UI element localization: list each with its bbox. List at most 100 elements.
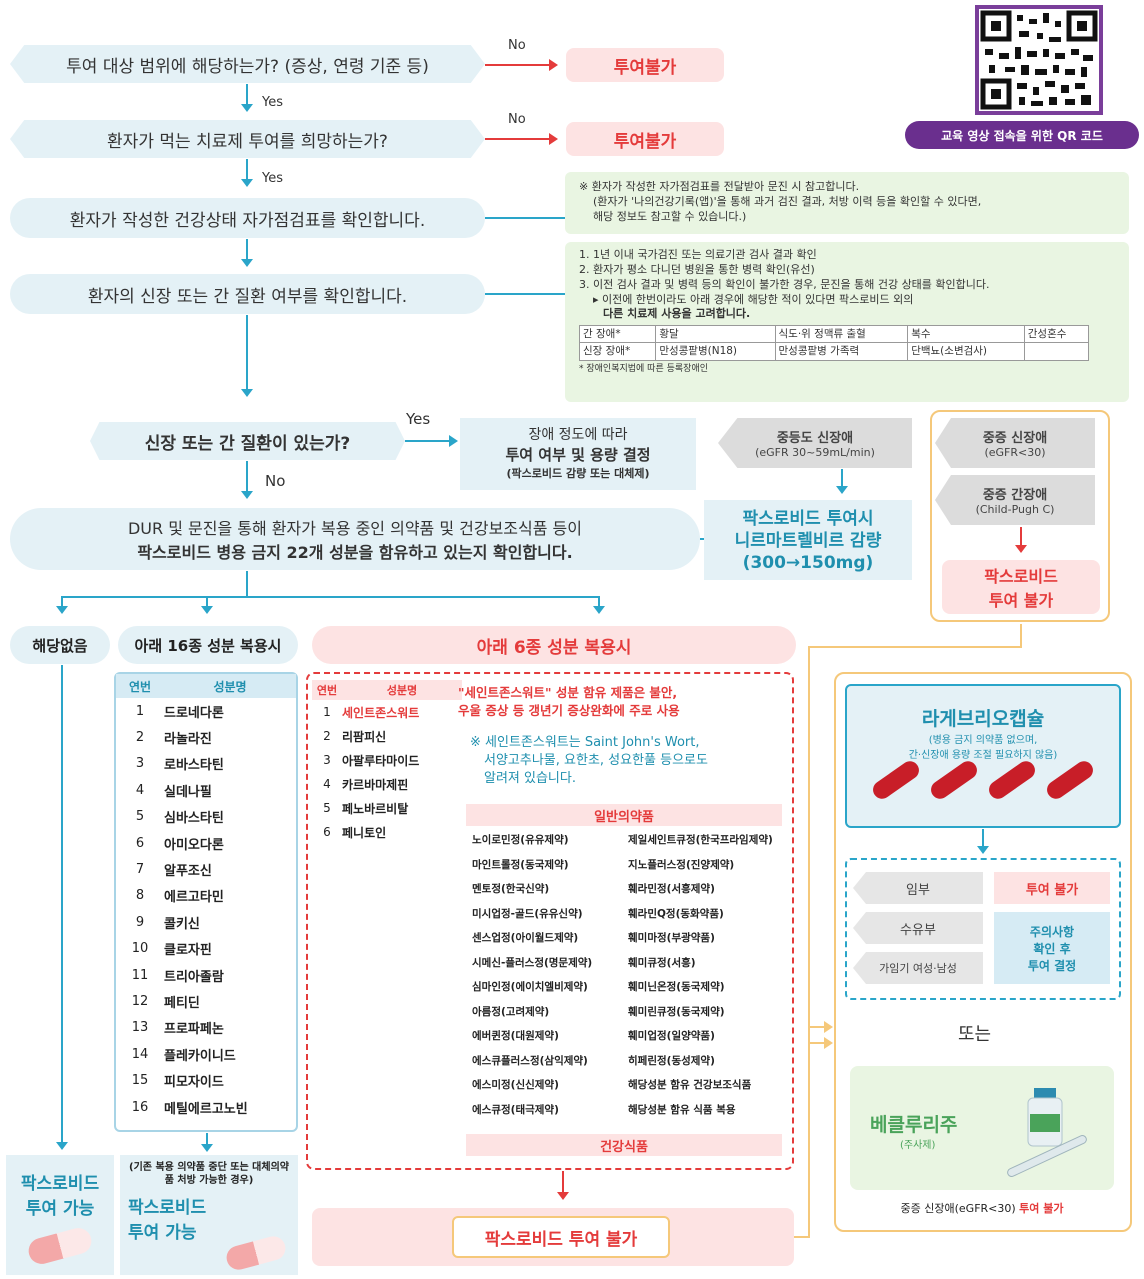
table-cell: 간 장애* [578, 325, 657, 344]
col-no: 연번 [316, 684, 338, 697]
connector-line [808, 646, 810, 1236]
qr-caption: 교육 영상 접속을 위한 QR 코드 [905, 121, 1139, 149]
item-number: 1 [323, 705, 331, 719]
q3-box: 신장 또는 간 질환이 있는가? [90, 422, 405, 460]
item-name: 에르고타민 [164, 890, 224, 906]
reduce-dose-box: 팍스로비드 투여시 니르마트렐비르 감량 (300→150mg) [704, 500, 912, 580]
pill-icon [25, 1225, 95, 1267]
no-pax-line2: 투여 불가 [988, 591, 1054, 610]
q3-yes-arrow [405, 440, 453, 442]
lagevrio-title: 라게브리오캡슐 [921, 708, 1045, 730]
arrow-line [562, 1171, 564, 1195]
veklury-caption-b: 투여 불가 [1019, 1202, 1064, 1215]
connector-line [485, 293, 565, 295]
item-name: 리팜피신 [342, 729, 387, 744]
item-name: 로바스타틴 [164, 758, 224, 774]
otc-item: 해당성분 함유 식품 복용 [628, 1103, 736, 1116]
capsule-icon [927, 757, 981, 803]
capsule-icon [985, 757, 1039, 803]
connector-line [700, 538, 704, 540]
otc-item: 훼라민Q정(동화약품) [628, 907, 724, 920]
caution-line2: 확인 후 [1033, 941, 1071, 956]
severe-renal-sub: (eGFR<30) [984, 446, 1046, 459]
caution-result: 주의사항 확인 후 투여 결정 [994, 912, 1110, 984]
reduce-line3: (300→150mg) [742, 553, 874, 573]
table-cell [1023, 342, 1090, 361]
col-no: 연번 [128, 679, 152, 694]
branch16-result-line1: 팍스로비드 [128, 1198, 207, 1218]
item-name: 프로파페논 [164, 1022, 224, 1038]
table-cell: 식도·위 정맥류 출혈 [774, 325, 909, 344]
q3-no-label: No [265, 472, 286, 490]
severe-liver-sub: (Child-Pugh C) [975, 503, 1055, 516]
branch6-title: 아래 6종 성분 복용시 [312, 626, 796, 664]
moderate-title: 중등도 신장애 [776, 431, 854, 446]
severe-liver-box: 중증 간장애 (Child-Pugh C) [935, 475, 1095, 525]
arrowhead [201, 1144, 213, 1152]
none-result-line1: 팍스로비드 [20, 1174, 100, 1194]
lagevrio-sub1: (병용 금지 의약품 없으며, [928, 735, 1038, 746]
item-number: 9 [135, 914, 145, 930]
branch-line [62, 596, 600, 598]
or-label: 또는 [958, 1024, 992, 1045]
otc-item: 노이로민정(유유제약) [472, 834, 569, 846]
item-number: 3 [135, 756, 145, 772]
item-number: 11 [131, 967, 149, 983]
q2-yes-label: Yes [262, 171, 283, 186]
arrow-line [246, 461, 248, 495]
veklury-sub: (주사제) [900, 1140, 936, 1151]
step5-line2: 팍스로비드 병용 금지 22개 성분을 함유하고 있는지 확인합니다. [137, 543, 573, 562]
arrowhead [241, 104, 253, 112]
caution-line3: 투여 결정 [1027, 958, 1077, 973]
severity-line2: 투여 여부 및 용량 결정 [505, 446, 651, 464]
list-item: 6 아미오다론 [116, 830, 296, 856]
item-number: 2 [135, 730, 145, 746]
branch6-warning: "세인트존스워트" 성분 함유 제품은 불안, 우울 증상 등 갱년기 증상완화… [458, 684, 788, 720]
item-number: 7 [135, 862, 145, 878]
capsule-icons [847, 757, 1119, 803]
capsule-icon [869, 757, 923, 803]
food-title: 건강식품 [466, 1134, 782, 1156]
info-line1: ※ 세인트존스워트는 Saint John's Wort, [470, 735, 700, 750]
connector-line [808, 1026, 828, 1028]
severe-renal-title: 중증 신장애 [982, 431, 1048, 446]
item-name: 페니토인 [342, 825, 387, 840]
item-number: 8 [135, 888, 145, 904]
item-number: 6 [135, 835, 145, 851]
item-name: 아미오다론 [164, 837, 224, 853]
item-name: 페티딘 [164, 995, 200, 1011]
arrow-line [246, 84, 248, 106]
info-line3: 알려져 있습니다. [484, 771, 576, 786]
warn-line1: "세인트존스워트" 성분 함유 제품은 불안, [458, 685, 678, 700]
arrow-line [598, 596, 600, 610]
veklury-caption-a: 중증 신장애(eGFR<30) [900, 1202, 1020, 1215]
item-number: 1 [135, 703, 145, 719]
nursing-box: 수유부 [853, 912, 983, 944]
list-item: 2 라놀라진 [116, 724, 296, 750]
item-number: 2 [323, 729, 331, 743]
otc-item: 지노플러스정(진양제약) [628, 858, 735, 871]
table-cell: 황달 [655, 325, 776, 344]
branch16-header: 연번 성분명 [116, 674, 296, 698]
severe-liver-title: 중증 간장애 [982, 488, 1048, 503]
branch-none-title: 해당없음 [10, 626, 110, 664]
qr-code[interactable] [975, 5, 1103, 115]
otc-item: 에스큐정(태극제약) [472, 1103, 559, 1116]
arrowhead [593, 606, 605, 614]
arrowhead [824, 1021, 833, 1033]
item-number: 10 [131, 941, 149, 957]
item-name: 라놀라진 [164, 732, 212, 748]
otc-item: 훼미마정(부광약품) [628, 932, 715, 944]
table-cell: 신장 장애* [578, 342, 657, 361]
note1-line2: (환자가 '나의건강기록(앱)'을 통해 과거 검진 결과, 처방 이력 등을 … [593, 194, 982, 208]
fertile-label: 가임기 여성·남성 [879, 962, 957, 975]
arrow-line [841, 469, 843, 489]
severe-frame [930, 410, 1110, 622]
note-self-check: ※ 환자가 작성한 자가점검표를 전달받아 문진 시 참고합니다. (환자가 '… [565, 172, 1129, 234]
otc-item: 히페린정(동성제약) [628, 1054, 715, 1067]
